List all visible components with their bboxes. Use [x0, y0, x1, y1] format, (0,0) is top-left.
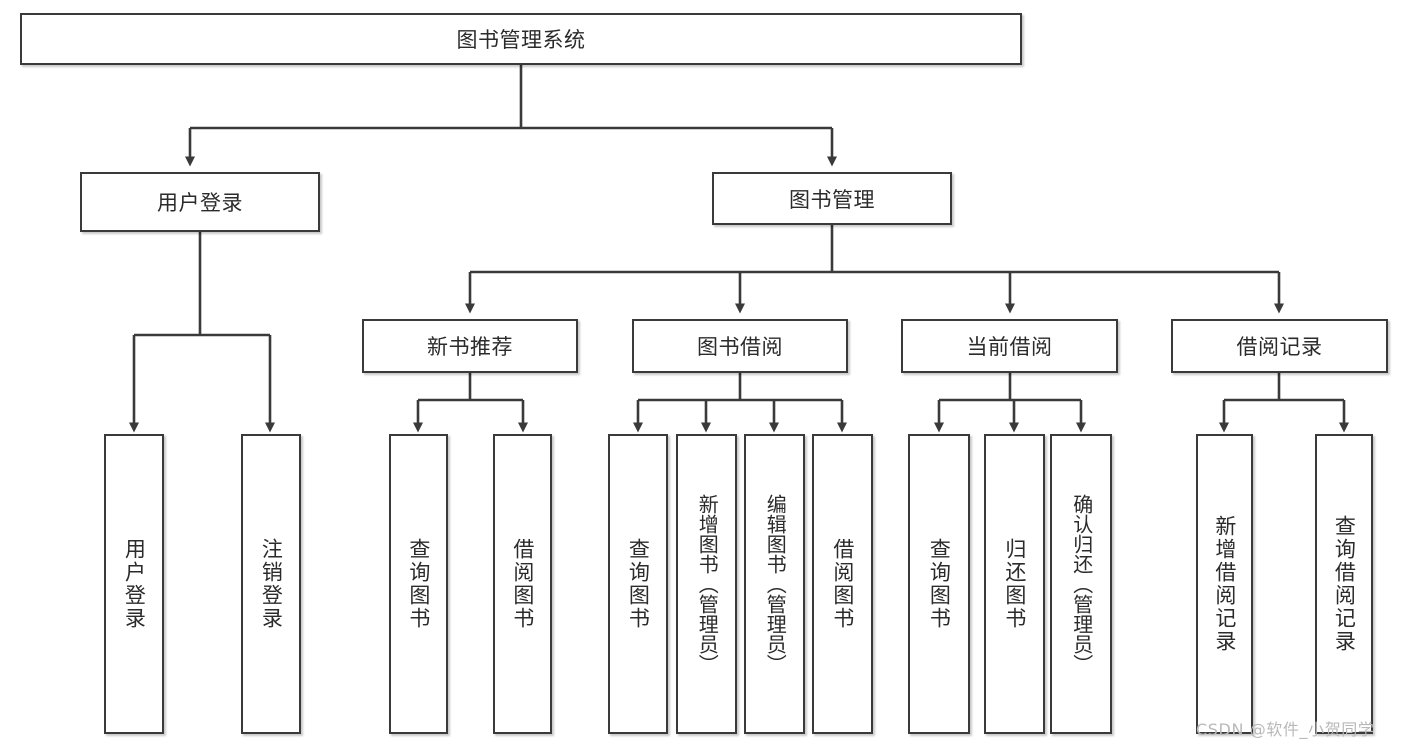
node-current-borrow[interactable]: 当前借阅	[901, 319, 1118, 373]
node-label: 查询图书	[626, 538, 651, 630]
node-label: 当前借阅	[966, 335, 1053, 359]
node-label: 图书借阅	[697, 335, 783, 359]
node-label: 确认归还（管理员）	[1069, 494, 1094, 674]
node-label: 归还图书	[1002, 538, 1027, 630]
leaf-borrow-add-book-admin[interactable]: 新增图书（管理员）	[676, 434, 737, 734]
node-label: 用户登录	[122, 538, 147, 630]
node-label: 查询借阅记录	[1332, 515, 1357, 653]
leaf-borrow-query-book[interactable]: 查询图书	[608, 434, 668, 734]
leaf-recommend-borrow-book[interactable]: 借阅图书	[493, 434, 552, 734]
node-user-login[interactable]: 用户登录	[80, 172, 320, 232]
node-label: 用户登录	[157, 191, 243, 215]
node-root-system[interactable]: 图书管理系统	[20, 13, 1022, 65]
node-label: 新增图书（管理员）	[695, 494, 720, 674]
node-label: 查询图书	[927, 538, 952, 630]
leaf-recommend-query-book[interactable]: 查询图书	[389, 434, 448, 734]
node-label: 借阅图书	[510, 538, 535, 630]
csdn-watermark: CSDN @软件_小贺同学	[1196, 720, 1375, 739]
node-label: 借阅记录	[1236, 335, 1323, 359]
leaf-record-add-record[interactable]: 新增借阅记录	[1196, 434, 1253, 734]
leaf-user-logout[interactable]: 注销登录	[241, 434, 301, 734]
node-label: 查询图书	[406, 538, 431, 630]
node-label: 编辑图书（管理员）	[763, 494, 788, 674]
leaf-record-query-record[interactable]: 查询借阅记录	[1315, 434, 1373, 734]
node-book-management[interactable]: 图书管理	[712, 172, 952, 225]
leaf-borrow-edit-book-admin[interactable]: 编辑图书（管理员）	[744, 434, 805, 734]
leaf-current-confirm-return-admin[interactable]: 确认归还（管理员）	[1050, 434, 1112, 734]
node-label: 注销登录	[259, 538, 284, 630]
node-borrow-record[interactable]: 借阅记录	[1171, 319, 1388, 373]
leaf-current-return-book[interactable]: 归还图书	[984, 434, 1045, 734]
node-label: 新书推荐	[427, 335, 513, 359]
leaf-current-query-book[interactable]: 查询图书	[908, 434, 970, 734]
leaf-user-login[interactable]: 用户登录	[104, 434, 164, 734]
node-label: 图书管理	[789, 187, 875, 212]
node-label: 借阅图书	[830, 538, 855, 630]
node-book-borrow[interactable]: 图书借阅	[632, 319, 848, 373]
node-new-book-recommend[interactable]: 新书推荐	[362, 319, 578, 373]
leaf-borrow-borrow-book[interactable]: 借阅图书	[812, 434, 873, 734]
node-label: 新增借阅记录	[1212, 515, 1237, 653]
node-label: 图书管理系统	[456, 28, 586, 52]
